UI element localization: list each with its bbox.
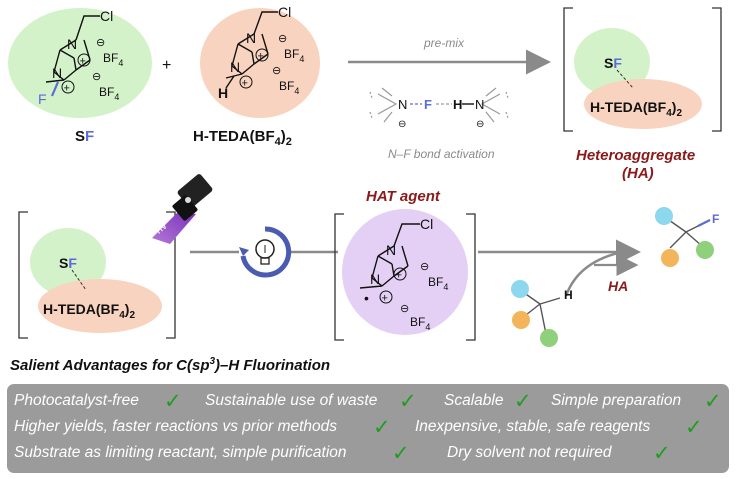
advantages-row-3: Substrate as limiting reactant, simple p…	[7, 441, 729, 468]
hteda-salmon-blob	[200, 8, 320, 118]
ha-hteda-label: H-TEDA(BF4)2	[590, 99, 682, 119]
check-icon: ✓	[373, 415, 391, 439]
substrate-molecule	[511, 280, 561, 347]
sf-label: SF	[75, 128, 94, 145]
advantage-item: Substrate as limiting reactant, simple p…	[14, 444, 347, 461]
hteda-plus-charge-1: +	[258, 51, 264, 63]
activation-n-left: N	[398, 97, 407, 112]
check-icon: ✓	[399, 389, 417, 413]
hteda-bf4-charge-1: ⊖	[278, 33, 287, 45]
advantages-panel: Photocatalyst-free ✓ Sustainable use of …	[7, 384, 729, 473]
sf-n-top: N	[67, 36, 77, 52]
hteda-n-bottom: N	[230, 59, 240, 75]
ha-sf-label: SF	[604, 55, 622, 71]
reaction-scheme: Cl N N + + F ⊖ BF4 ⊖ BF4 SF + Cl N N + +…	[8, 4, 722, 347]
sf-cl-atom: Cl	[100, 8, 113, 24]
hteda-bf4-charge-2: ⊖	[272, 65, 281, 77]
activation-charge-left: ⊖	[398, 119, 406, 130]
hat-bf4-charge-1: ⊖	[420, 261, 429, 273]
activation-charge-right: ⊖	[476, 119, 484, 130]
hteda-label: H-TEDA(BF4)2	[193, 128, 292, 148]
hat-agent-complex: Cl N N + + • ⊖ BF4 ⊖ BF4	[334, 209, 476, 341]
activation-n-right: N	[475, 97, 484, 112]
advantage-item: Simple preparation	[551, 392, 682, 409]
ha-complex-left: SF H-TEDA(BF4)2	[18, 211, 176, 339]
hat-plus-charge-2: +	[382, 293, 388, 305]
heteroaggregate-abbrev: (HA)	[622, 165, 654, 182]
check-icon: ✓	[653, 441, 671, 465]
hteda-bf4-1: BF4	[284, 47, 304, 64]
sf-f-atom: F	[38, 91, 47, 107]
advantage-item: Photocatalyst-free	[14, 392, 139, 409]
hat-n-top: N	[386, 242, 396, 258]
hteda-n-top: N	[246, 30, 256, 46]
hat-n-bottom: N	[370, 271, 380, 287]
hat-agent-title: HAT agent	[366, 188, 441, 205]
advantage-item: Dry solvent not required	[447, 444, 612, 461]
check-icon: ✓	[164, 389, 182, 413]
check-icon: ✓	[392, 441, 410, 465]
plus-sign: +	[162, 57, 171, 74]
advantage-item: Scalable	[444, 392, 504, 409]
advantage-item: Inexpensive, stable, safe reagents	[415, 418, 651, 435]
sf-bf4-charge-2: ⊖	[92, 71, 101, 83]
sf-molecule: Cl N N + + F ⊖ BF4 ⊖ BF4	[8, 8, 152, 118]
activation-h: H	[453, 97, 462, 112]
activation-f: F	[424, 97, 432, 112]
hat-bf4-1: BF4	[428, 275, 448, 292]
check-icon: ✓	[685, 415, 703, 439]
activation-label: N–F bond activation	[388, 147, 495, 161]
hteda-bf4-2: BF4	[279, 79, 299, 96]
advantages-row-2: Higher yields, faster reactions vs prior…	[7, 415, 729, 442]
substrate-curve-arrow	[564, 250, 623, 297]
advantage-item: Higher yields, faster reactions vs prior…	[14, 418, 338, 435]
premix-label: pre-mix	[423, 36, 465, 50]
advantages-row-1: Photocatalyst-free ✓ Sustainable use of …	[7, 389, 729, 416]
lightbulb-icon	[239, 226, 292, 278]
heteroaggregate-complex: SF H-TEDA(BF4)2	[563, 7, 722, 132]
left-hteda-label: H-TEDA(BF4)2	[43, 301, 135, 321]
product-molecule	[655, 207, 714, 267]
sf-plus-charge-2: +	[64, 83, 70, 95]
left-sf-label: SF	[59, 255, 77, 271]
hat-plus-charge-1: +	[396, 270, 402, 282]
sf-bf4-1: BF4	[103, 51, 123, 68]
sf-n-bottom: N	[52, 65, 62, 81]
hat-radical-dot: •	[364, 290, 369, 306]
hat-bf4-charge-2: ⊖	[400, 303, 409, 315]
flashlight-icon	[152, 174, 213, 244]
hteda-molecule: Cl N N + + H ⊖ BF4 ⊖ BF4	[200, 4, 320, 118]
sf-plus-charge-1: +	[80, 56, 86, 68]
hteda-plus-charge-2: +	[242, 78, 248, 90]
sf-green-blob	[8, 8, 152, 118]
advantages-title: Salient Advantages for C(sp3)–H Fluorina…	[10, 356, 331, 374]
hteda-cl-atom: Cl	[278, 4, 291, 20]
check-icon: ✓	[704, 389, 722, 413]
hat-cl-atom: Cl	[420, 216, 433, 232]
sf-bf4-charge-1: ⊖	[96, 37, 105, 49]
sf-bf4-2: BF4	[99, 85, 119, 102]
product-f-atom: F	[712, 212, 719, 226]
hteda-h-atom: H	[218, 85, 228, 101]
advantage-item: Sustainable use of waste	[205, 392, 378, 409]
hat-bf4-2: BF4	[410, 315, 430, 332]
check-icon: ✓	[514, 389, 532, 413]
substrate-h-atom: H	[564, 288, 573, 302]
ha-reagent-label: HA	[608, 278, 628, 294]
nf-activation-sketch	[369, 87, 509, 123]
heteroaggregate-title: Heteroaggregate	[576, 147, 695, 164]
